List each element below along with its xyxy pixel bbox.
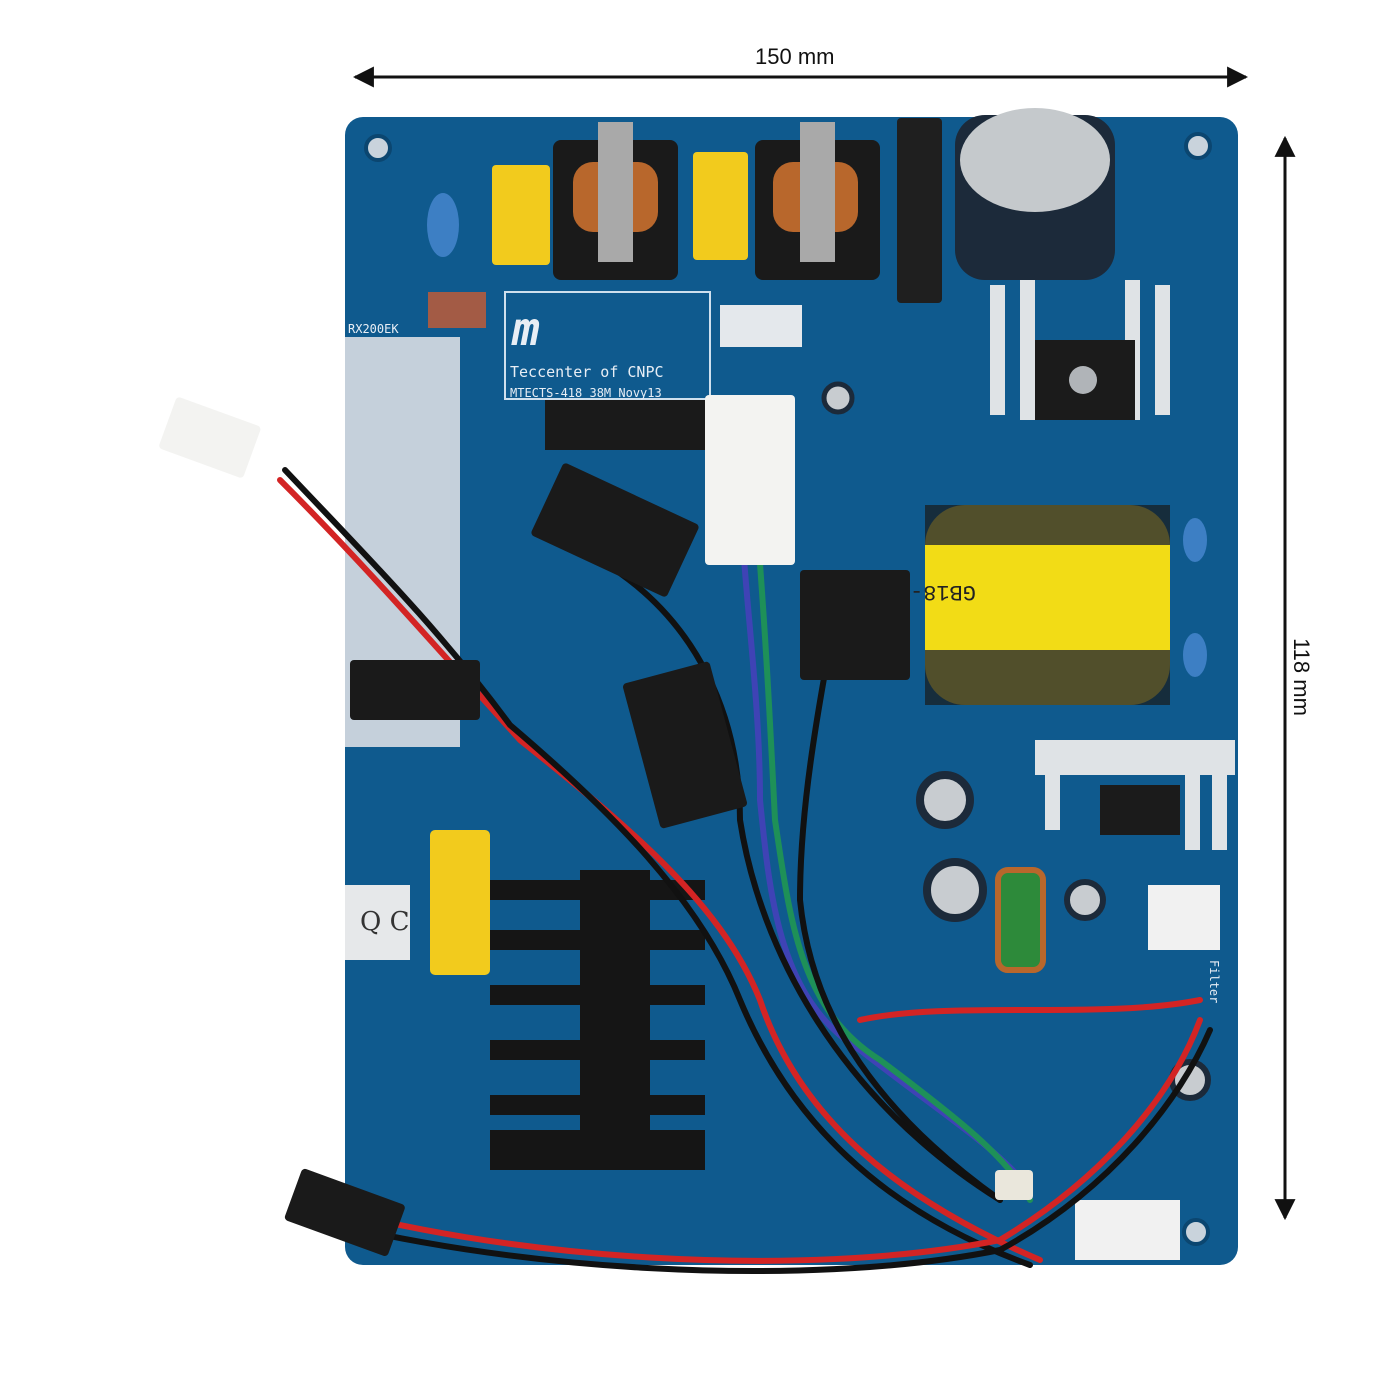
white-plug (705, 395, 795, 565)
filter-label: Filter (1207, 960, 1221, 1003)
capacitor (821, 381, 855, 415)
logo: m (511, 302, 540, 356)
model-line: MTECTS-418 38M Novy13 (510, 386, 662, 400)
brand-line: Teccenter of CNPC (510, 363, 664, 381)
mount-hole (364, 134, 392, 162)
capacitor (923, 858, 987, 922)
capacitor (1064, 879, 1106, 921)
heatsink-bottom (490, 870, 705, 1170)
x-capacitor (693, 152, 748, 260)
black-plug (284, 1168, 405, 1256)
board-id: RX200EK (348, 322, 399, 336)
resistor (428, 292, 486, 328)
inductor (995, 867, 1046, 973)
varistor (427, 193, 459, 257)
heatsink-right (1035, 740, 1235, 850)
height-dimension-label: 118 mm (1288, 638, 1314, 716)
logo-box (504, 291, 711, 400)
black-plug (350, 660, 480, 720)
connector (1075, 1200, 1180, 1260)
safety-capacitor (430, 830, 490, 975)
capacitor (916, 771, 974, 829)
label-patch (720, 305, 802, 347)
relay (545, 400, 705, 450)
black-plug (623, 661, 747, 829)
width-dimension-label: 150 mm (755, 44, 835, 69)
connector (1148, 885, 1220, 950)
wire-harness (277, 467, 1213, 1275)
mount-hole (1182, 1218, 1210, 1246)
y-capacitor (1183, 518, 1207, 562)
white-plug (159, 397, 261, 478)
qc-sticker (345, 885, 410, 960)
mount-hole (1184, 132, 1212, 160)
y-capacitor (1183, 633, 1207, 677)
qc-label: Q C (360, 907, 409, 937)
black-plug (531, 463, 699, 597)
bridge-rectifier (897, 118, 942, 303)
heatsink-top (990, 280, 1170, 420)
black-plug (800, 570, 910, 680)
x-capacitor (492, 165, 550, 265)
cable-tie (995, 1170, 1033, 1200)
